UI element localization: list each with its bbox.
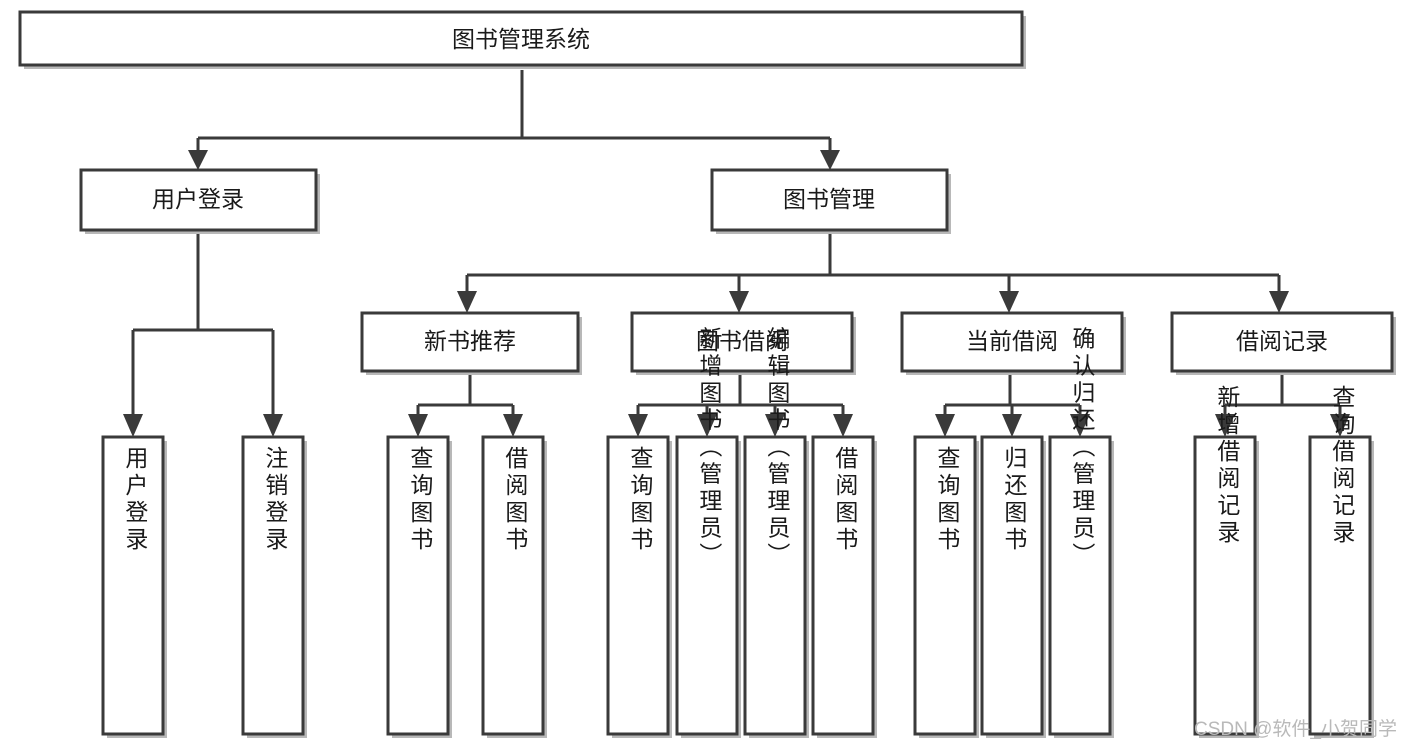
leaf-query-book-2-label: 查询图书 xyxy=(627,446,654,554)
leaf-add-record-box[interactable] xyxy=(1193,435,1257,736)
node-book-manage[interactable]: 图书管理 xyxy=(710,168,951,234)
root-box[interactable] xyxy=(18,10,1024,67)
node-book-borrow[interactable]: 图书借阅 xyxy=(630,311,856,375)
leaf-confirm-return-label: 确认归还（管理员） xyxy=(1069,327,1096,570)
leaf-query-book-2-box[interactable] xyxy=(606,435,670,736)
node-leaf-query-book-2[interactable]: 查询图书 xyxy=(606,435,672,738)
node-leaf-user-login[interactable]: 用户登录 xyxy=(101,435,167,738)
leaf-add-book-label: 新增图书（管理员） xyxy=(696,327,723,570)
node-borrow-record[interactable]: 借阅记录 xyxy=(1170,311,1396,375)
book-manage-box[interactable] xyxy=(710,168,949,232)
arrowhead-leaf-query-book-2 xyxy=(628,414,648,437)
current-borrow-label: 当前借阅 xyxy=(966,328,1058,354)
root-label: 图书管理系统 xyxy=(452,26,590,52)
node-leaf-edit-book[interactable]: 编辑图书（管理员） xyxy=(743,327,809,739)
node-leaf-query-book-1[interactable]: 查询图书 xyxy=(386,435,452,738)
node-leaf-add-book[interactable]: 新增图书（管理员） xyxy=(675,327,741,739)
arrowhead-borrow-record xyxy=(1269,291,1289,313)
leaf-user-login-box[interactable] xyxy=(101,435,165,736)
node-user-login[interactable]: 用户登录 xyxy=(79,168,320,234)
leaf-borrow-book-2-box[interactable] xyxy=(811,435,875,736)
leaf-query-book-3-label: 查询图书 xyxy=(934,446,961,554)
node-leaf-query-book-3[interactable]: 查询图书 xyxy=(913,435,979,738)
user-login-box[interactable] xyxy=(79,168,318,232)
book-manage-label: 图书管理 xyxy=(783,186,875,212)
leaf-query-record-label: 查询借阅记录 xyxy=(1329,385,1356,547)
arrowhead-leaf-query-book-3 xyxy=(935,414,955,437)
node-leaf-return-book[interactable]: 归还图书 xyxy=(980,435,1046,738)
arrowhead-book-borrow xyxy=(729,291,749,313)
leaf-query-record-box[interactable] xyxy=(1308,435,1372,736)
node-new-book-recommend[interactable]: 新书推荐 xyxy=(360,311,582,375)
arrowhead-leaf-borrow-book-1 xyxy=(503,414,523,437)
leaf-add-book-box[interactable] xyxy=(675,435,739,736)
node-root[interactable]: 图书管理系统 xyxy=(18,10,1026,69)
user-login-label: 用户登录 xyxy=(152,186,244,212)
arrowhead-new-book-recommend xyxy=(457,291,477,313)
arrowhead-leaf-confirm-return xyxy=(1070,414,1090,437)
leaf-user-login-label: 用户登录 xyxy=(122,446,149,554)
leaf-borrow-book-1-label: 借阅图书 xyxy=(502,446,529,554)
leaf-user-logout-box[interactable] xyxy=(241,435,305,736)
arrowhead-leaf-return-book xyxy=(1002,414,1022,437)
arrowhead-leaf-edit-book xyxy=(765,414,785,437)
arrowhead-book-manage xyxy=(820,150,840,170)
book-borrow-label: 图书借阅 xyxy=(696,328,788,354)
leaf-query-book-3-box[interactable] xyxy=(913,435,977,736)
arrowhead-user-login xyxy=(188,150,208,170)
node-leaf-query-record[interactable]: 查询借阅记录 xyxy=(1308,385,1374,738)
leaf-query-book-1-label: 查询图书 xyxy=(407,446,434,554)
node-leaf-borrow-book-1[interactable]: 借阅图书 xyxy=(481,435,547,738)
arrowhead-leaf-borrow-book-2 xyxy=(833,414,853,437)
node-leaf-add-record[interactable]: 新增借阅记录 xyxy=(1193,385,1259,738)
arrowhead-leaf-user-logout xyxy=(263,414,283,437)
new-book-recommend-box[interactable] xyxy=(360,311,580,373)
leaf-edit-book-box[interactable] xyxy=(743,435,807,736)
leaf-return-book-label: 归还图书 xyxy=(1001,446,1028,554)
arrowhead-leaf-add-record xyxy=(1215,414,1235,437)
arrowhead-leaf-add-book xyxy=(697,414,717,437)
current-borrow-box[interactable] xyxy=(900,311,1124,373)
arrowhead-leaf-query-book-1 xyxy=(408,414,428,437)
node-leaf-user-logout[interactable]: 注销登录 xyxy=(241,435,307,738)
leaf-user-logout-label: 注销登录 xyxy=(262,446,289,554)
arrowhead-leaf-query-record xyxy=(1330,414,1350,437)
leaf-edit-book-label: 编辑图书（管理员） xyxy=(764,327,791,570)
new-book-recommend-label: 新书推荐 xyxy=(424,328,516,354)
node-leaf-borrow-book-2[interactable]: 借阅图书 xyxy=(811,435,877,738)
node-current-borrow[interactable]: 当前借阅 xyxy=(900,311,1126,375)
borrow-record-label: 借阅记录 xyxy=(1236,328,1328,354)
borrow-record-box[interactable] xyxy=(1170,311,1394,373)
leaf-borrow-book-2-label: 借阅图书 xyxy=(832,446,859,554)
arrowhead-leaf-user-login xyxy=(123,414,143,437)
leaf-add-record-label: 新增借阅记录 xyxy=(1214,385,1241,547)
connector-layer xyxy=(123,70,1350,437)
leaf-confirm-return-box[interactable] xyxy=(1048,435,1112,736)
book-borrow-box[interactable] xyxy=(630,311,854,373)
leaf-query-book-1-box[interactable] xyxy=(386,435,450,736)
arrowhead-current-borrow xyxy=(999,291,1019,313)
node-leaf-confirm-return[interactable]: 确认归还（管理员） xyxy=(1048,327,1114,739)
leaf-return-book-box[interactable] xyxy=(980,435,1044,736)
leaf-borrow-book-1-box[interactable] xyxy=(481,435,545,736)
